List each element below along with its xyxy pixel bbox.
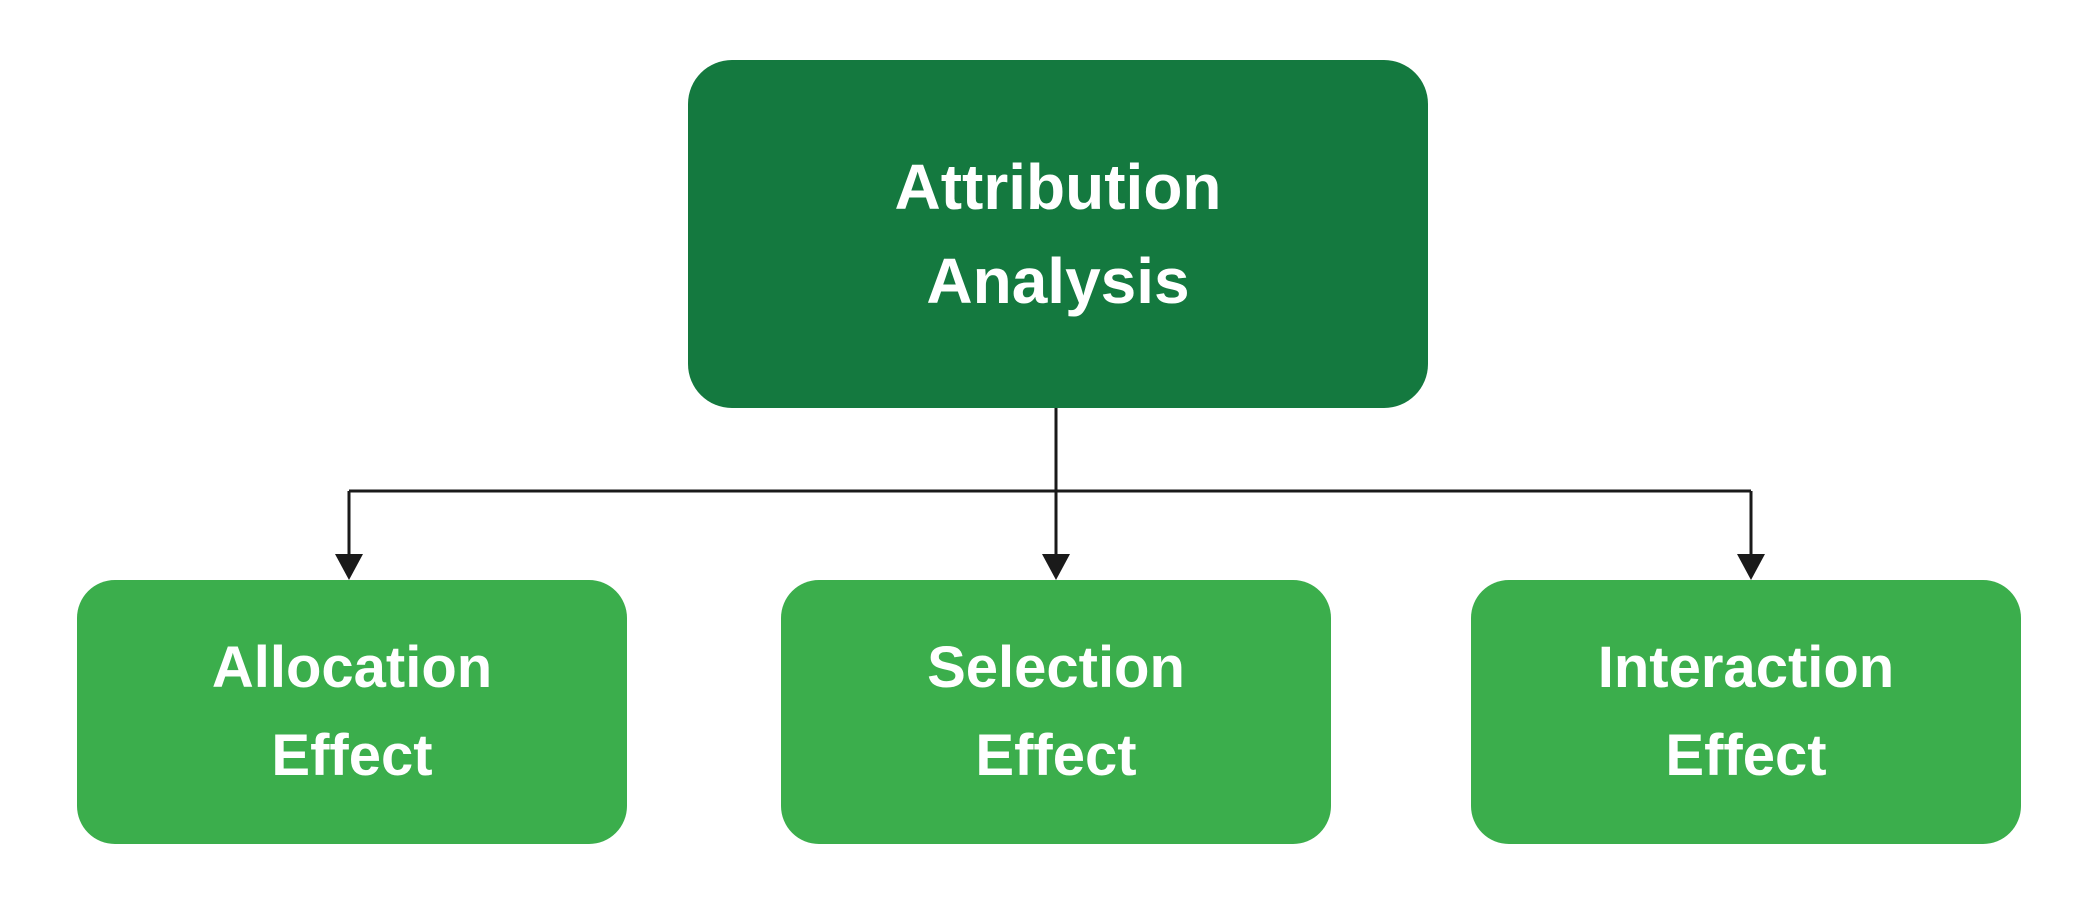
node-label: Interaction Effect <box>1598 624 1895 800</box>
node-label-line: Effect <box>975 723 1137 788</box>
node-label-line: Effect <box>271 723 433 788</box>
arrowhead-down-center-icon <box>1042 554 1070 580</box>
node-label: Allocation Effect <box>212 624 492 800</box>
arrowhead-down-left-icon <box>335 554 363 580</box>
node-label-line: Allocation <box>211 635 493 700</box>
node-label-line: Selection <box>927 635 1185 700</box>
node-label-line: Analysis <box>926 245 1190 317</box>
node-selection-effect: Selection Effect <box>781 580 1331 844</box>
node-label-line: Attribution <box>894 151 1222 223</box>
node-label: Selection Effect <box>927 624 1185 800</box>
node-allocation-effect: Allocation Effect <box>77 580 627 844</box>
node-attribution-analysis: Attribution Analysis <box>688 60 1428 408</box>
node-interaction-effect: Interaction Effect <box>1471 580 2021 844</box>
node-label-line: Effect <box>1665 723 1827 788</box>
arrowhead-down-right-icon <box>1737 554 1765 580</box>
node-label: Attribution Analysis <box>895 140 1222 328</box>
node-label-line: Interaction <box>1597 635 1895 700</box>
